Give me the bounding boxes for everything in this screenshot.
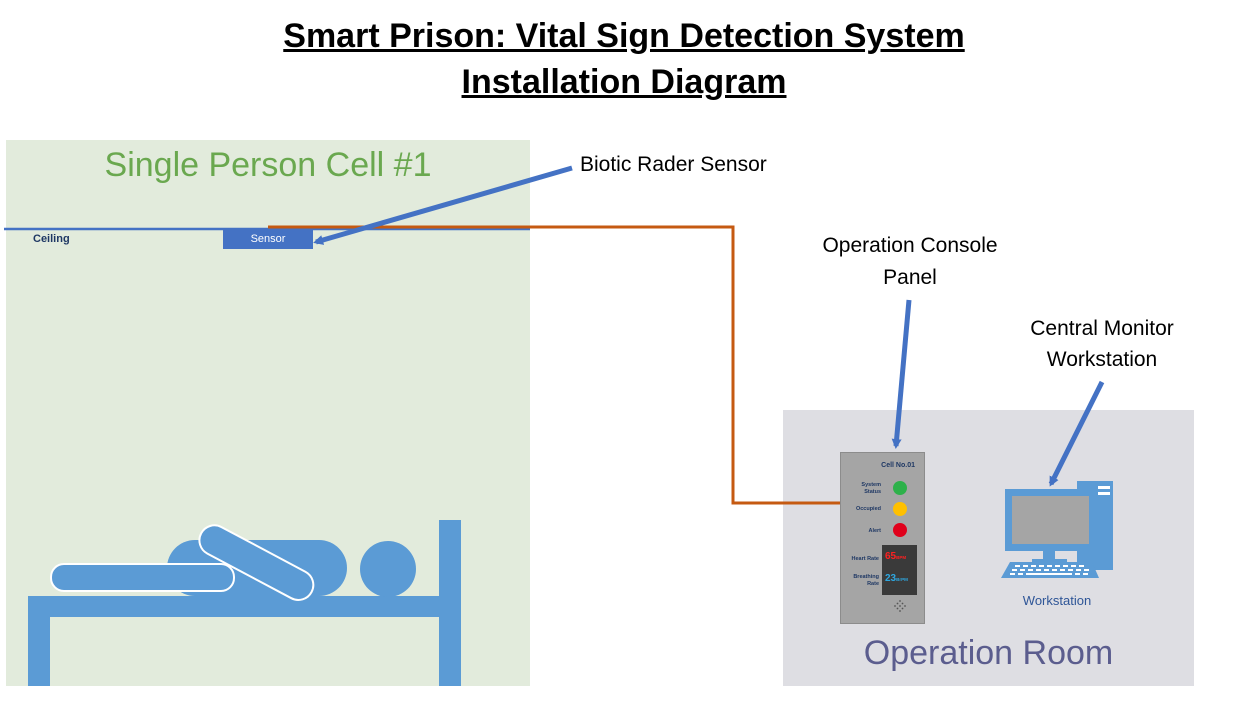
breathing-rate-label: Breathing Rate bbox=[841, 574, 879, 588]
monitor-callout-label-line1: Central Monitor bbox=[1030, 317, 1174, 340]
panel-cell-number: Cell No.01 bbox=[881, 462, 915, 469]
sensor-callout-label: Biotic Rader Sensor bbox=[580, 153, 767, 176]
bed-icon bbox=[28, 520, 461, 686]
operation-room-title: Operation Room bbox=[863, 634, 1114, 672]
workstation-callout-arrow bbox=[1048, 380, 1105, 487]
cell-title: Single Person Cell #1 bbox=[104, 146, 432, 184]
diagram-title-line2: Installation Diagram bbox=[461, 63, 787, 101]
heart-rate-value: 65 bbox=[885, 551, 897, 562]
diagram-title-line1: Smart Prison: Vital Sign Detection Syste… bbox=[283, 17, 965, 55]
radar-sensor: Sensor bbox=[223, 230, 313, 249]
occupied-led bbox=[893, 502, 907, 516]
vitals-display: 65BPM 23BrPM bbox=[882, 545, 917, 595]
sensor-callout-arrow bbox=[313, 165, 573, 245]
alert-label: Alert bbox=[868, 528, 881, 534]
breathing-rate-unit: BrPM bbox=[896, 577, 908, 582]
console-callout-arrow bbox=[891, 299, 912, 449]
person-icon bbox=[50, 524, 416, 601]
breathing-rate-label-line2: Rate bbox=[867, 581, 879, 587]
breathing-rate-readout: 23BrPM bbox=[885, 573, 908, 584]
heart-rate-label: Heart Rate bbox=[851, 556, 879, 562]
breathing-rate-value: 23 bbox=[885, 573, 897, 584]
ceiling-label: Ceiling bbox=[33, 233, 70, 245]
monitor-callout-label-line2: Workstation bbox=[1046, 348, 1158, 371]
system-status-led bbox=[893, 481, 907, 495]
workstation-computer-icon bbox=[1001, 481, 1113, 578]
system-status-label-line1: System bbox=[861, 482, 881, 488]
console-callout-label-line1: Operation Console bbox=[822, 234, 998, 257]
console-callout-label-line2: Panel bbox=[883, 266, 937, 289]
breathing-rate-label-line1: Breathing bbox=[853, 574, 879, 580]
sensor-cable bbox=[268, 225, 840, 505]
operation-console-panel: Cell No.01 System Status Occupied Alert … bbox=[840, 452, 925, 624]
system-status-label: System Status bbox=[843, 482, 881, 496]
speaker-grill-icon bbox=[894, 600, 906, 612]
alert-led bbox=[893, 523, 907, 537]
workstation-label: Workstation bbox=[1022, 593, 1092, 608]
system-status-label-line2: Status bbox=[864, 489, 881, 495]
occupied-label: Occupied bbox=[855, 506, 881, 512]
heart-rate-readout: 65BPM bbox=[885, 551, 906, 562]
heart-rate-unit: BPM bbox=[896, 555, 907, 560]
